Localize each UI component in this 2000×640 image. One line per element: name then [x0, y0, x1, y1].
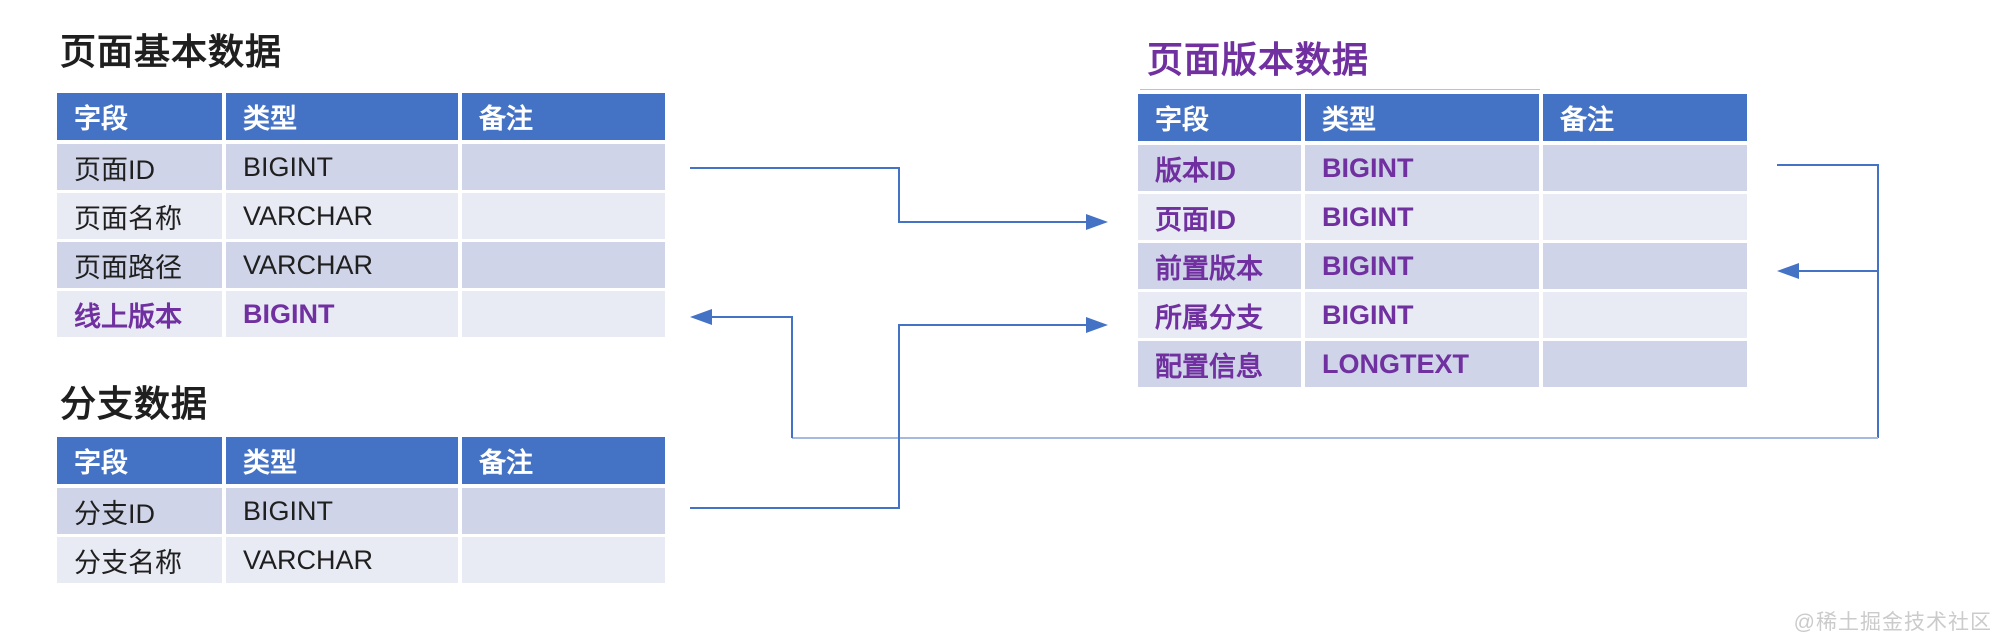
type-cell: BIGINT	[1305, 243, 1543, 292]
field-cell: 分支名称	[57, 537, 226, 586]
column-header-note: 备注	[462, 437, 665, 488]
header-row: 字段 类型 备注	[57, 93, 665, 144]
watermark: @稀土掘金技术社区	[1793, 611, 1992, 634]
type-cell: VARCHAR	[226, 537, 462, 586]
table-row: 分支名称 VARCHAR	[57, 537, 665, 586]
field-cell: 页面ID	[1138, 194, 1305, 243]
arrow-line-branch	[690, 324, 1088, 509]
type-cell: BIGINT	[1305, 292, 1543, 341]
arrowhead-right-icon	[1086, 317, 1108, 333]
field-cell: 页面名称	[57, 193, 226, 242]
arrowhead-left-icon	[1777, 263, 1799, 279]
type-cell: VARCHAR	[226, 242, 462, 291]
type-cell: BIGINT	[1305, 194, 1543, 243]
page-version-table-title: 页面版本数据	[1147, 39, 1370, 80]
table-row: 前置版本 BIGINT	[1138, 243, 1747, 292]
table-row: 页面路径 VARCHAR	[57, 242, 665, 291]
column-header-type: 类型	[226, 93, 462, 144]
field-cell: 所属分支	[1138, 292, 1305, 341]
note-cell	[1543, 145, 1747, 194]
column-header-note: 备注	[462, 93, 665, 144]
note-cell	[462, 144, 665, 193]
branch-table-title: 分支数据	[60, 383, 209, 424]
table-row: 页面ID BIGINT	[57, 144, 665, 193]
type-cell: BIGINT	[1305, 145, 1543, 194]
note-cell	[1543, 243, 1747, 292]
page-basic-table-title: 页面基本数据	[60, 31, 283, 72]
table-row: 版本ID BIGINT	[1138, 145, 1747, 194]
type-cell: BIGINT	[226, 488, 462, 537]
field-cell: 版本ID	[1138, 145, 1305, 194]
column-header-note: 备注	[1543, 94, 1747, 145]
field-cell: 配置信息	[1138, 341, 1305, 390]
table-row: 页面ID BIGINT	[1138, 194, 1747, 243]
arrowhead-left-icon	[690, 309, 712, 325]
note-cell	[462, 242, 665, 291]
note-cell	[462, 291, 665, 340]
page-basic-table: 字段 类型 备注 页面ID BIGINT 页面名称 VARCHAR 页面路径 V…	[57, 93, 665, 340]
note-cell	[1543, 292, 1747, 341]
table-row: 所属分支 BIGINT	[1138, 292, 1747, 341]
field-cell: 线上版本	[57, 291, 226, 340]
branch-table: 字段 类型 备注 分支ID BIGINT 分支名称 VARCHAR	[57, 437, 665, 586]
column-header-field: 字段	[57, 437, 226, 488]
field-cell: 页面路径	[57, 242, 226, 291]
arrowhead-right-icon	[1086, 214, 1108, 230]
type-cell: BIGINT	[226, 291, 462, 340]
type-cell: BIGINT	[226, 144, 462, 193]
field-cell: 分支ID	[57, 488, 226, 537]
column-header-field: 字段	[57, 93, 226, 144]
column-header-type: 类型	[226, 437, 462, 488]
arrow-line-page-id	[690, 167, 1088, 223]
note-cell	[462, 193, 665, 242]
column-header-field: 字段	[1138, 94, 1305, 145]
field-cell: 前置版本	[1138, 243, 1305, 292]
arrow-line-online-version	[712, 316, 793, 438]
note-cell	[1543, 194, 1747, 243]
column-header-type: 类型	[1305, 94, 1543, 145]
note-cell	[1543, 341, 1747, 390]
table-row: 配置信息 LONGTEXT	[1138, 341, 1747, 390]
type-cell: VARCHAR	[226, 193, 462, 242]
table-row: 分支ID BIGINT	[57, 488, 665, 537]
type-cell: LONGTEXT	[1305, 341, 1543, 390]
page-version-table: 字段 类型 备注 版本ID BIGINT 页面ID BIGINT 前置版本 BI…	[1138, 94, 1747, 390]
title-underline	[1140, 89, 1540, 90]
field-cell: 页面ID	[57, 144, 226, 193]
note-cell	[462, 488, 665, 537]
table-row: 页面名称 VARCHAR	[57, 193, 665, 242]
arrow-line-version-id-loop	[1777, 164, 1879, 438]
table-row-online-version: 线上版本 BIGINT	[57, 291, 665, 340]
header-row: 字段 类型 备注	[1138, 94, 1747, 145]
note-cell	[462, 537, 665, 586]
header-row: 字段 类型 备注	[57, 437, 665, 488]
